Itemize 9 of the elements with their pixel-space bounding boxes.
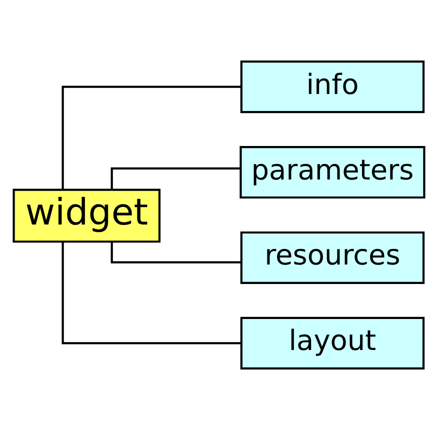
node-box: info: [240, 60, 425, 114]
node-box: parameters: [240, 146, 426, 199]
connector: [110, 167, 240, 190]
node-box: widget: [12, 188, 161, 243]
connector: [110, 242, 241, 264]
connector: [62, 242, 242, 344]
node-box: layout: [240, 316, 425, 370]
connector: [62, 86, 242, 190]
node-box: resources: [240, 231, 425, 284]
